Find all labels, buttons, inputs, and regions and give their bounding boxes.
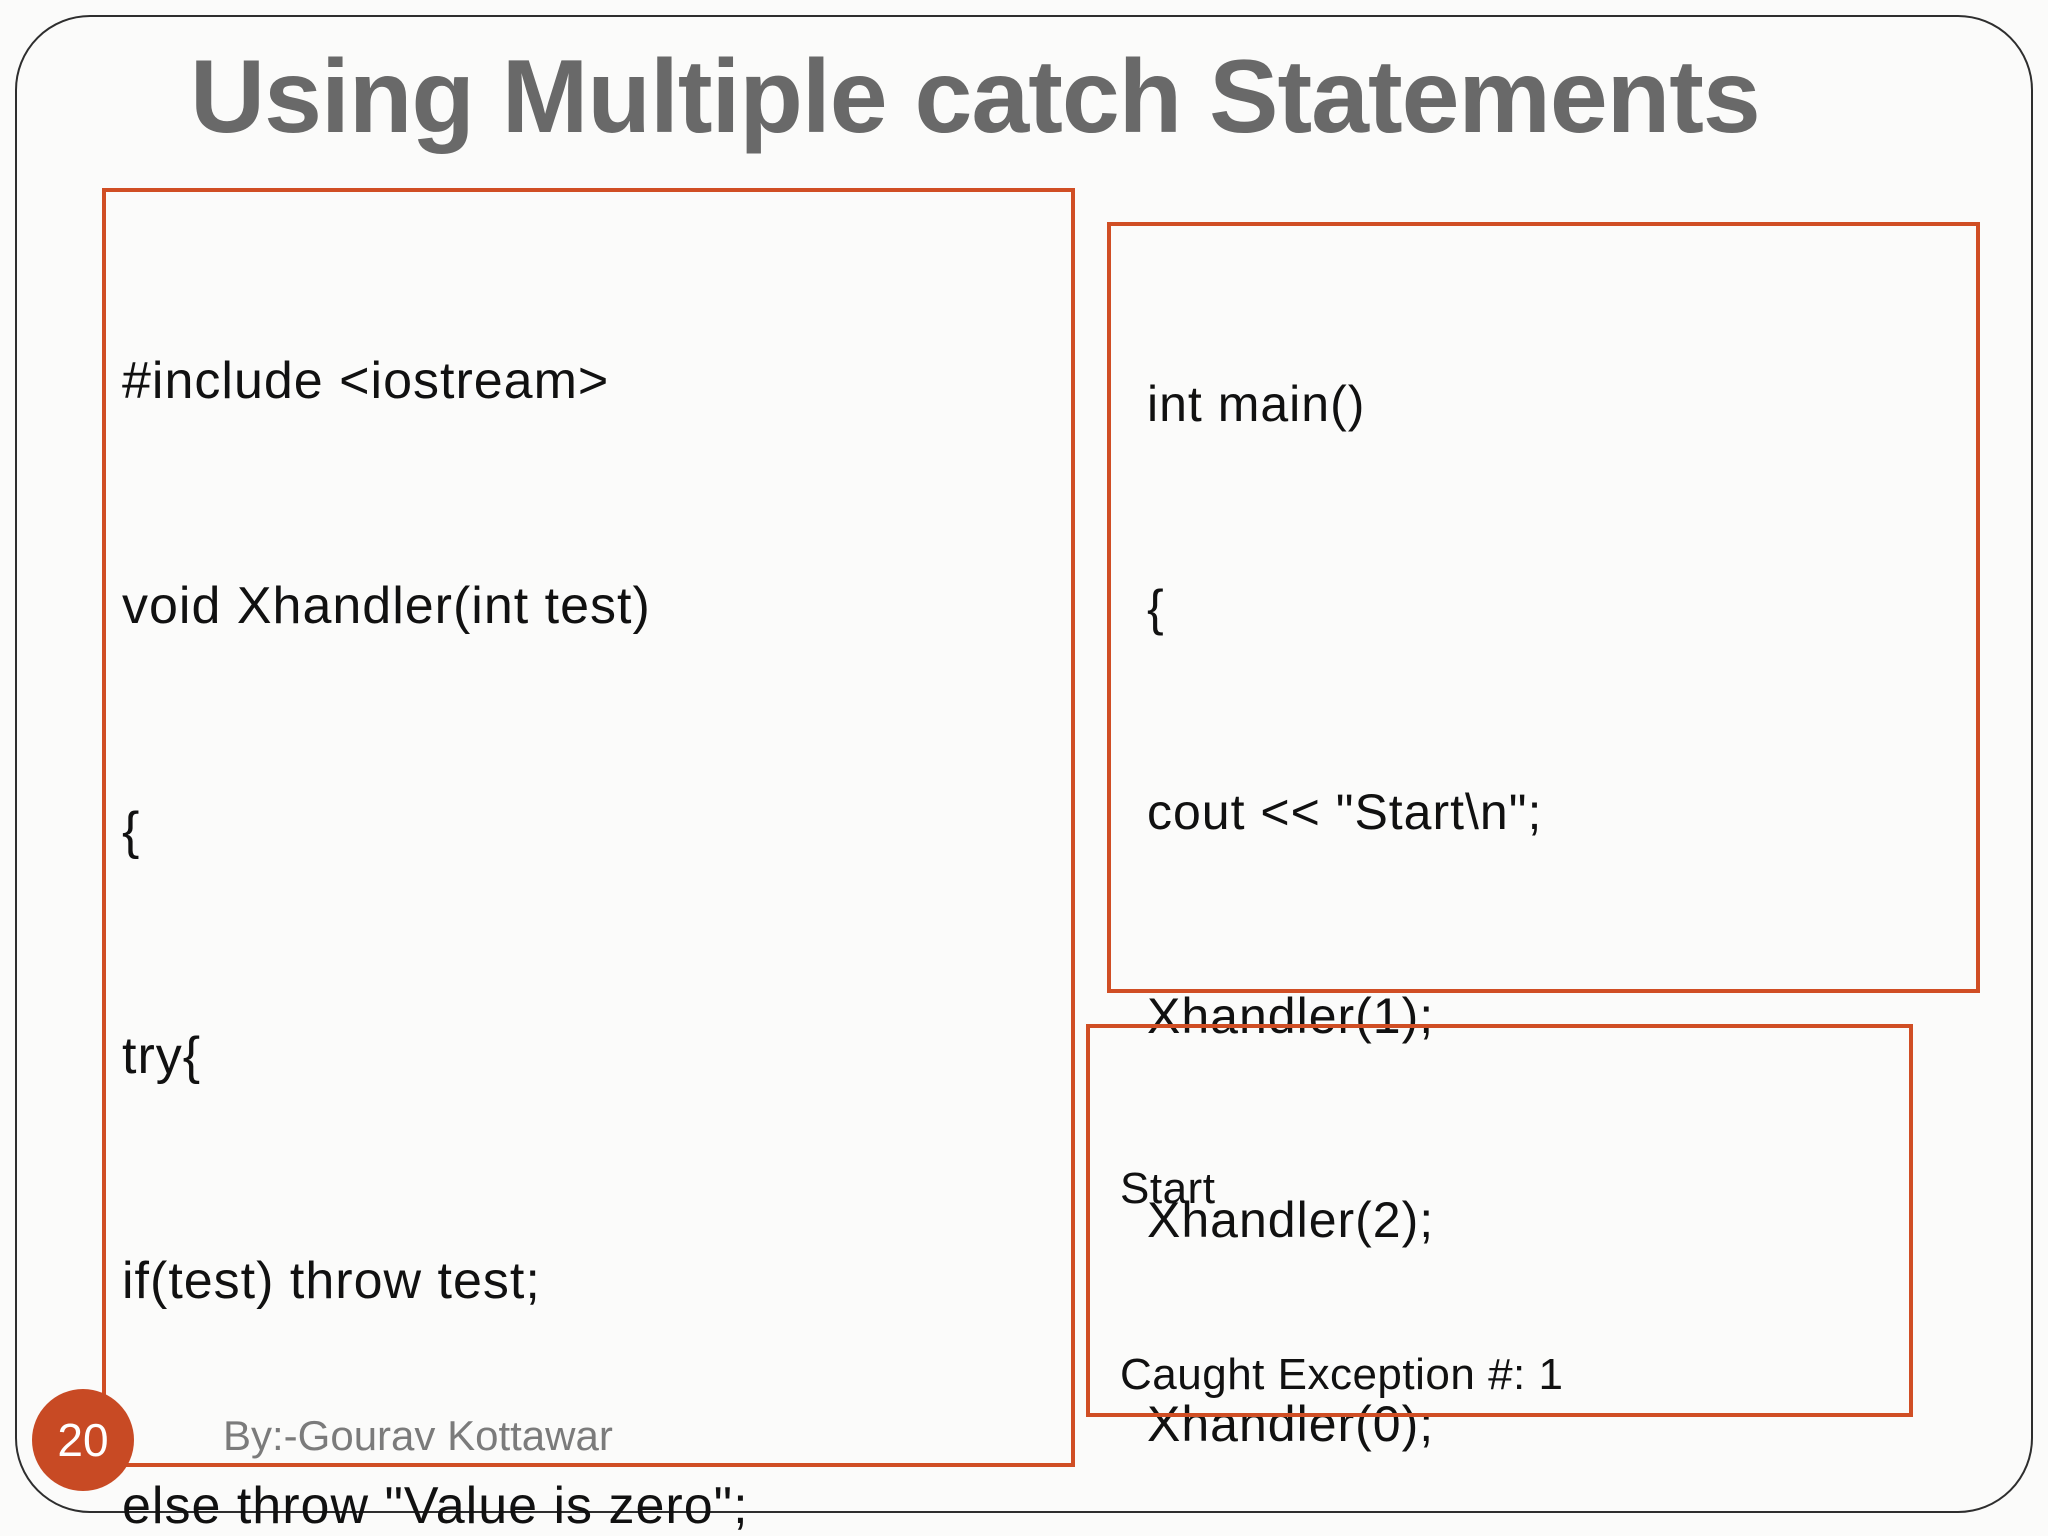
code-line: #include <iostream> <box>122 352 610 410</box>
slide-title: Using Multiple catch Statements <box>190 39 1761 155</box>
handler-code-box: #include <iostream> void Xhandler(int te… <box>102 188 1075 1535</box>
code-line: { <box>122 802 141 860</box>
code-line: { <box>1147 580 1165 636</box>
code-line: if(test) throw test; <box>122 1252 541 1310</box>
program-output-box: Start Caught Exception #: 1 Caught Excep… <box>1086 1024 1913 1417</box>
code-line: cout << "Start\n"; <box>1147 784 1543 840</box>
code-line: void Xhandler(int test) <box>122 577 651 635</box>
code-line: else throw "Value is zero"; <box>122 1477 749 1535</box>
code-line: Xhandler(2); <box>1147 1192 1435 1248</box>
main-code-box: int main() { cout << "Start\n"; Xhandler… <box>1107 222 1980 1452</box>
page-number-badge: 20 <box>32 1389 134 1491</box>
code-line: Xhandler(1); <box>1147 988 1435 1044</box>
output-line: Start <box>1120 1164 1216 1213</box>
output-line: Caught Exception #: 1 <box>1120 1350 1564 1399</box>
code-line: int main() <box>1147 376 1366 432</box>
slide-border-frame <box>15 15 2033 1513</box>
author-footer: By:-Gourav Kottawar <box>223 1412 613 1459</box>
code-line: try{ <box>122 1027 202 1085</box>
output-line: Caught Exception #: 2 <box>1120 1530 1901 1536</box>
code-line: Xhandler(0); <box>1147 1396 1435 1452</box>
